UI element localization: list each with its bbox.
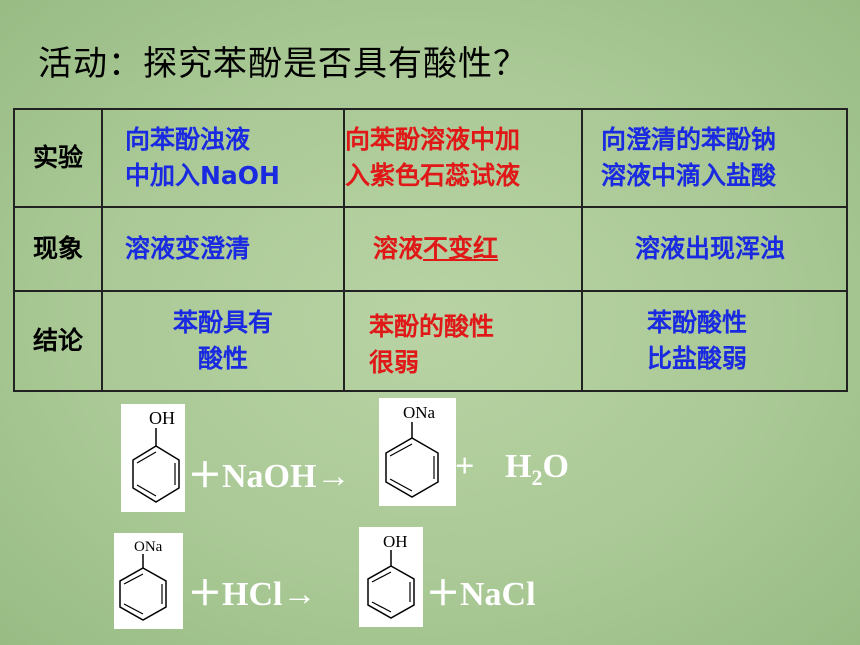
cell-experiment-3: 向澄清的苯酚钠 溶液中滴入盐酸 xyxy=(581,108,848,208)
cell-text: 溶液变澄清 xyxy=(125,234,251,263)
page-title: 活动：探究苯酚是否具有酸性？ xyxy=(38,44,528,84)
water-subscript: 2 xyxy=(531,464,543,490)
equation1-plus: + xyxy=(455,448,475,485)
cell-line: 比盐酸弱 xyxy=(647,344,748,373)
cell-line: 入紫色石蕊试液 xyxy=(345,161,521,190)
cell-text: 溶液 xyxy=(373,234,424,263)
phenol-icon: OH xyxy=(367,532,415,619)
phenol-icon: OH xyxy=(132,408,180,503)
svg-text:ONa: ONa xyxy=(403,403,436,422)
svg-text:ONa: ONa xyxy=(134,539,163,555)
cell-line: 很弱 xyxy=(369,348,420,377)
row-header-experiment: 实验 xyxy=(13,108,103,208)
cell-experiment-2: 向苯酚溶液中加 入紫色石蕊试液 xyxy=(343,108,583,208)
experiment-table: 实验 向苯酚浊液 中加入NaOH 向苯酚溶液中加 入紫色石蕊试液 向澄清的苯酚钠… xyxy=(13,108,848,392)
cell-conclusion-3: 苯酚酸性 比盐酸弱 xyxy=(581,290,848,392)
cell-phenomenon-1: 溶液变澄清 xyxy=(101,206,345,292)
sodium-phenoxide-icon: ONa xyxy=(385,403,439,498)
cell-line: 苯酚酸性 xyxy=(647,308,748,337)
equation1-reagent: ＋NaOH→ xyxy=(188,458,351,495)
cell-phenomenon-2: 溶液不变红 xyxy=(343,206,583,292)
phenol-structure-2: OH xyxy=(359,527,423,627)
cell-conclusion-2: 苯酚的酸性 很弱 xyxy=(343,290,583,392)
table-row: 实验 向苯酚浊液 中加入NaOH 向苯酚溶液中加 入紫色石蕊试液 向澄清的苯酚钠… xyxy=(13,108,848,208)
sodium-phenoxide-structure-2: ONa xyxy=(114,533,183,629)
table-row: 结论 苯酚具有 酸性 苯酚的酸性 很弱 苯酚酸性 比盐酸弱 xyxy=(13,290,848,392)
svg-text:OH: OH xyxy=(149,408,175,428)
cell-text-underlined: 不变红 xyxy=(423,234,499,263)
cell-line: 溶液中滴入盐酸 xyxy=(601,161,777,190)
cell-experiment-1: 向苯酚浊液 中加入NaOH xyxy=(101,108,345,208)
svg-text:OH: OH xyxy=(383,532,408,551)
row-header-conclusion: 结论 xyxy=(13,290,103,392)
table-row: 现象 溶液变澄清 溶液不变红 溶液出现浑浊 xyxy=(13,206,848,292)
cell-line: 向苯酚溶液中加 xyxy=(345,125,521,154)
water-h: H xyxy=(505,448,532,485)
cell-phenomenon-3: 溶液出现浑浊 xyxy=(581,206,848,292)
water-o: O xyxy=(542,448,569,485)
cell-line: 中加入NaOH xyxy=(125,161,280,190)
equation2-reagent: ＋HCl→ xyxy=(188,576,317,613)
cell-line: 苯酚的酸性 xyxy=(369,312,495,341)
cell-line: 苯酚具有 xyxy=(172,308,273,337)
equation2-product2: ＋NaCl xyxy=(426,576,536,613)
cell-line: 向苯酚浊液 xyxy=(125,125,251,154)
cell-line: 向澄清的苯酚钠 xyxy=(601,125,777,154)
cell-conclusion-1: 苯酚具有 酸性 xyxy=(101,290,345,392)
sodium-phenoxide-icon: ONa xyxy=(119,539,167,621)
cell-line: 酸性 xyxy=(197,344,248,373)
row-header-phenomenon: 现象 xyxy=(13,206,103,292)
cell-text: 溶液出现浑浊 xyxy=(635,234,786,263)
sodium-phenoxide-structure: ONa xyxy=(379,398,456,506)
phenol-structure: OH xyxy=(121,404,185,512)
equation1-water: H2O xyxy=(505,448,569,491)
